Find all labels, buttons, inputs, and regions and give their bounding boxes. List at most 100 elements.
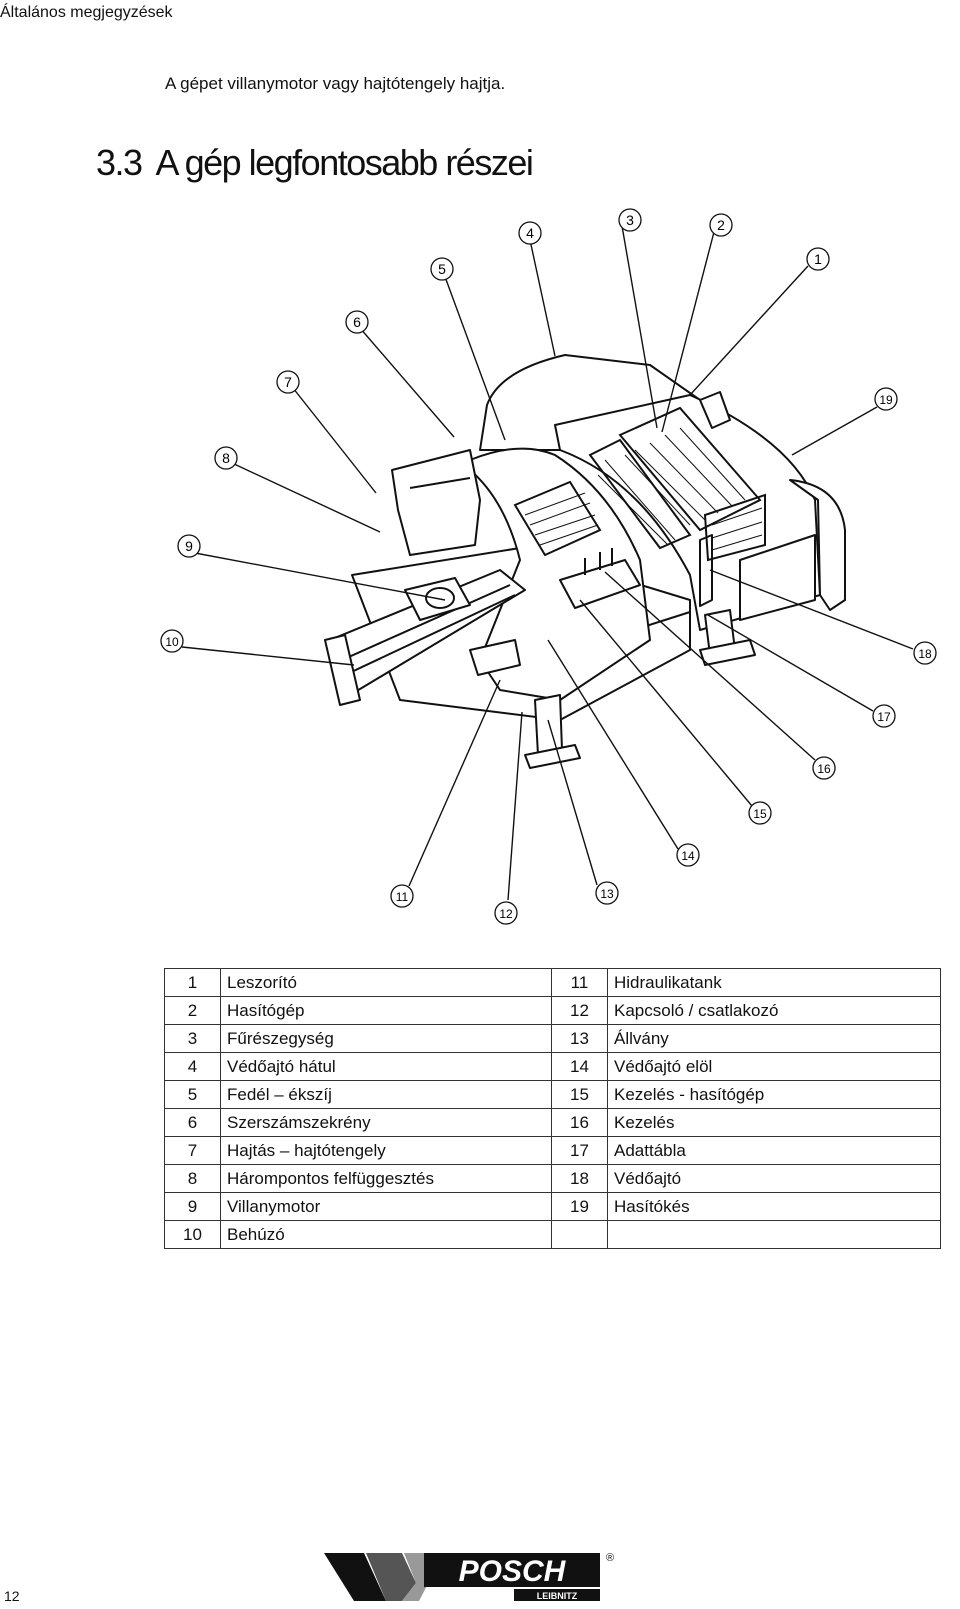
callout-10: 10 bbox=[160, 629, 184, 653]
posch-logo: POSCH ® LEIBNITZ bbox=[324, 1552, 614, 1601]
part-name: Védőajtó elöl bbox=[607, 1052, 941, 1081]
intro-text: A gépet villanymotor vagy hajtótengely h… bbox=[165, 74, 506, 93]
part-name: Fedél – ékszíj bbox=[220, 1080, 552, 1109]
posch-wordmark-bg bbox=[424, 1553, 600, 1587]
section-title: A gép legfontosabb részei bbox=[155, 142, 534, 183]
registered-mark: ® bbox=[606, 1552, 614, 1564]
part-name: Védőajtó hátul bbox=[220, 1052, 552, 1081]
section-number: 3.3 bbox=[96, 142, 143, 183]
page-number: 12 bbox=[4, 1588, 20, 1604]
svg-text:4: 4 bbox=[526, 225, 534, 241]
svg-text:9: 9 bbox=[185, 538, 193, 554]
part-number: 3 bbox=[164, 1024, 221, 1053]
part-name: Hasítógép bbox=[220, 996, 552, 1025]
machine-parts-diagram: 1 2 3 4 5 6 7 8 9 10 11 12 13 14 15 16 1… bbox=[160, 208, 937, 925]
part-number: 18 bbox=[551, 1164, 608, 1193]
svg-text:1: 1 bbox=[814, 251, 822, 267]
callout-leader-lines bbox=[181, 225, 914, 901]
svg-text:6: 6 bbox=[353, 314, 361, 330]
part-name: Villanymotor bbox=[220, 1192, 552, 1221]
callout-6: 6 bbox=[345, 310, 369, 334]
part-name: Behúzó bbox=[220, 1220, 552, 1249]
part-number: 2 bbox=[164, 996, 221, 1025]
part-name: Kezelés - hasítógép bbox=[607, 1080, 941, 1109]
part-name bbox=[607, 1220, 941, 1249]
part-number: 17 bbox=[551, 1136, 608, 1165]
svg-text:8: 8 bbox=[222, 450, 230, 466]
callout-13: 13 bbox=[595, 881, 619, 905]
svg-text:11: 11 bbox=[396, 890, 409, 904]
mesh-guards bbox=[513, 406, 766, 562]
part-name: Fűrészegység bbox=[220, 1024, 552, 1053]
part-name: Kapcsoló / csatlakozó bbox=[607, 996, 941, 1025]
part-number bbox=[551, 1220, 608, 1249]
svg-text:13: 13 bbox=[600, 887, 614, 901]
callout-16: 16 bbox=[812, 756, 836, 780]
part-number: 7 bbox=[164, 1136, 221, 1165]
part-number: 9 bbox=[164, 1192, 221, 1221]
svg-text:10: 10 bbox=[165, 635, 179, 649]
svg-text:3: 3 bbox=[626, 212, 634, 228]
svg-text:16: 16 bbox=[817, 762, 831, 776]
part-name: Hasítókés bbox=[607, 1192, 941, 1221]
part-number: 13 bbox=[551, 1024, 608, 1053]
part-number: 4 bbox=[164, 1052, 221, 1081]
part-number: 5 bbox=[164, 1080, 221, 1109]
part-number: 8 bbox=[164, 1164, 221, 1193]
callout-19: 19 bbox=[874, 387, 898, 411]
callout-8: 8 bbox=[214, 446, 238, 470]
callout-4: 4 bbox=[518, 221, 542, 245]
svg-text:18: 18 bbox=[918, 647, 932, 661]
callout-3: 3 bbox=[618, 208, 642, 232]
svg-text:15: 15 bbox=[753, 807, 767, 821]
callout-17: 17 bbox=[872, 704, 896, 728]
callout-15: 15 bbox=[748, 801, 772, 825]
leibnitz-text: LEIBNITZ bbox=[537, 1591, 578, 1601]
part-name: Hidraulikatank bbox=[607, 968, 941, 997]
part-name: Állvány bbox=[607, 1024, 941, 1053]
part-number: 6 bbox=[164, 1108, 221, 1137]
part-name: Leszorító bbox=[220, 968, 552, 997]
svg-text:2: 2 bbox=[717, 217, 725, 233]
part-name: Védőajtó bbox=[607, 1164, 941, 1193]
callout-14: 14 bbox=[676, 843, 700, 867]
svg-text:12: 12 bbox=[499, 907, 513, 921]
callout-12: 12 bbox=[494, 901, 518, 925]
part-name: Hárompontos felfüggesztés bbox=[220, 1164, 552, 1193]
callout-18: 18 bbox=[913, 641, 937, 665]
callout-1: 1 bbox=[806, 247, 830, 271]
svg-text:19: 19 bbox=[879, 393, 893, 407]
machine-drawing bbox=[324, 354, 846, 769]
part-number: 19 bbox=[551, 1192, 608, 1221]
svg-text:14: 14 bbox=[681, 849, 695, 863]
part-number: 14 bbox=[551, 1052, 608, 1081]
section-heading: 3.3 A gép legfontosabb részei bbox=[96, 142, 534, 184]
callout-11: 11 bbox=[390, 884, 414, 908]
part-number: 12 bbox=[551, 996, 608, 1025]
svg-text:17: 17 bbox=[877, 710, 891, 724]
callout-9: 9 bbox=[177, 534, 201, 558]
part-number: 11 bbox=[551, 968, 608, 997]
part-name: Hajtás – hajtótengely bbox=[220, 1136, 552, 1165]
part-name: Szerszámszekrény bbox=[220, 1108, 552, 1137]
callout-5: 5 bbox=[430, 257, 454, 281]
callout-7: 7 bbox=[276, 370, 300, 394]
callout-2: 2 bbox=[709, 213, 733, 237]
posch-wordmark: POSCH bbox=[459, 1555, 567, 1588]
part-number: 16 bbox=[551, 1108, 608, 1137]
page-header-title: Általános megjegyzések bbox=[0, 4, 173, 21]
part-name: Kezelés bbox=[607, 1108, 941, 1137]
part-name: Adattábla bbox=[607, 1136, 941, 1165]
svg-text:5: 5 bbox=[438, 261, 446, 277]
